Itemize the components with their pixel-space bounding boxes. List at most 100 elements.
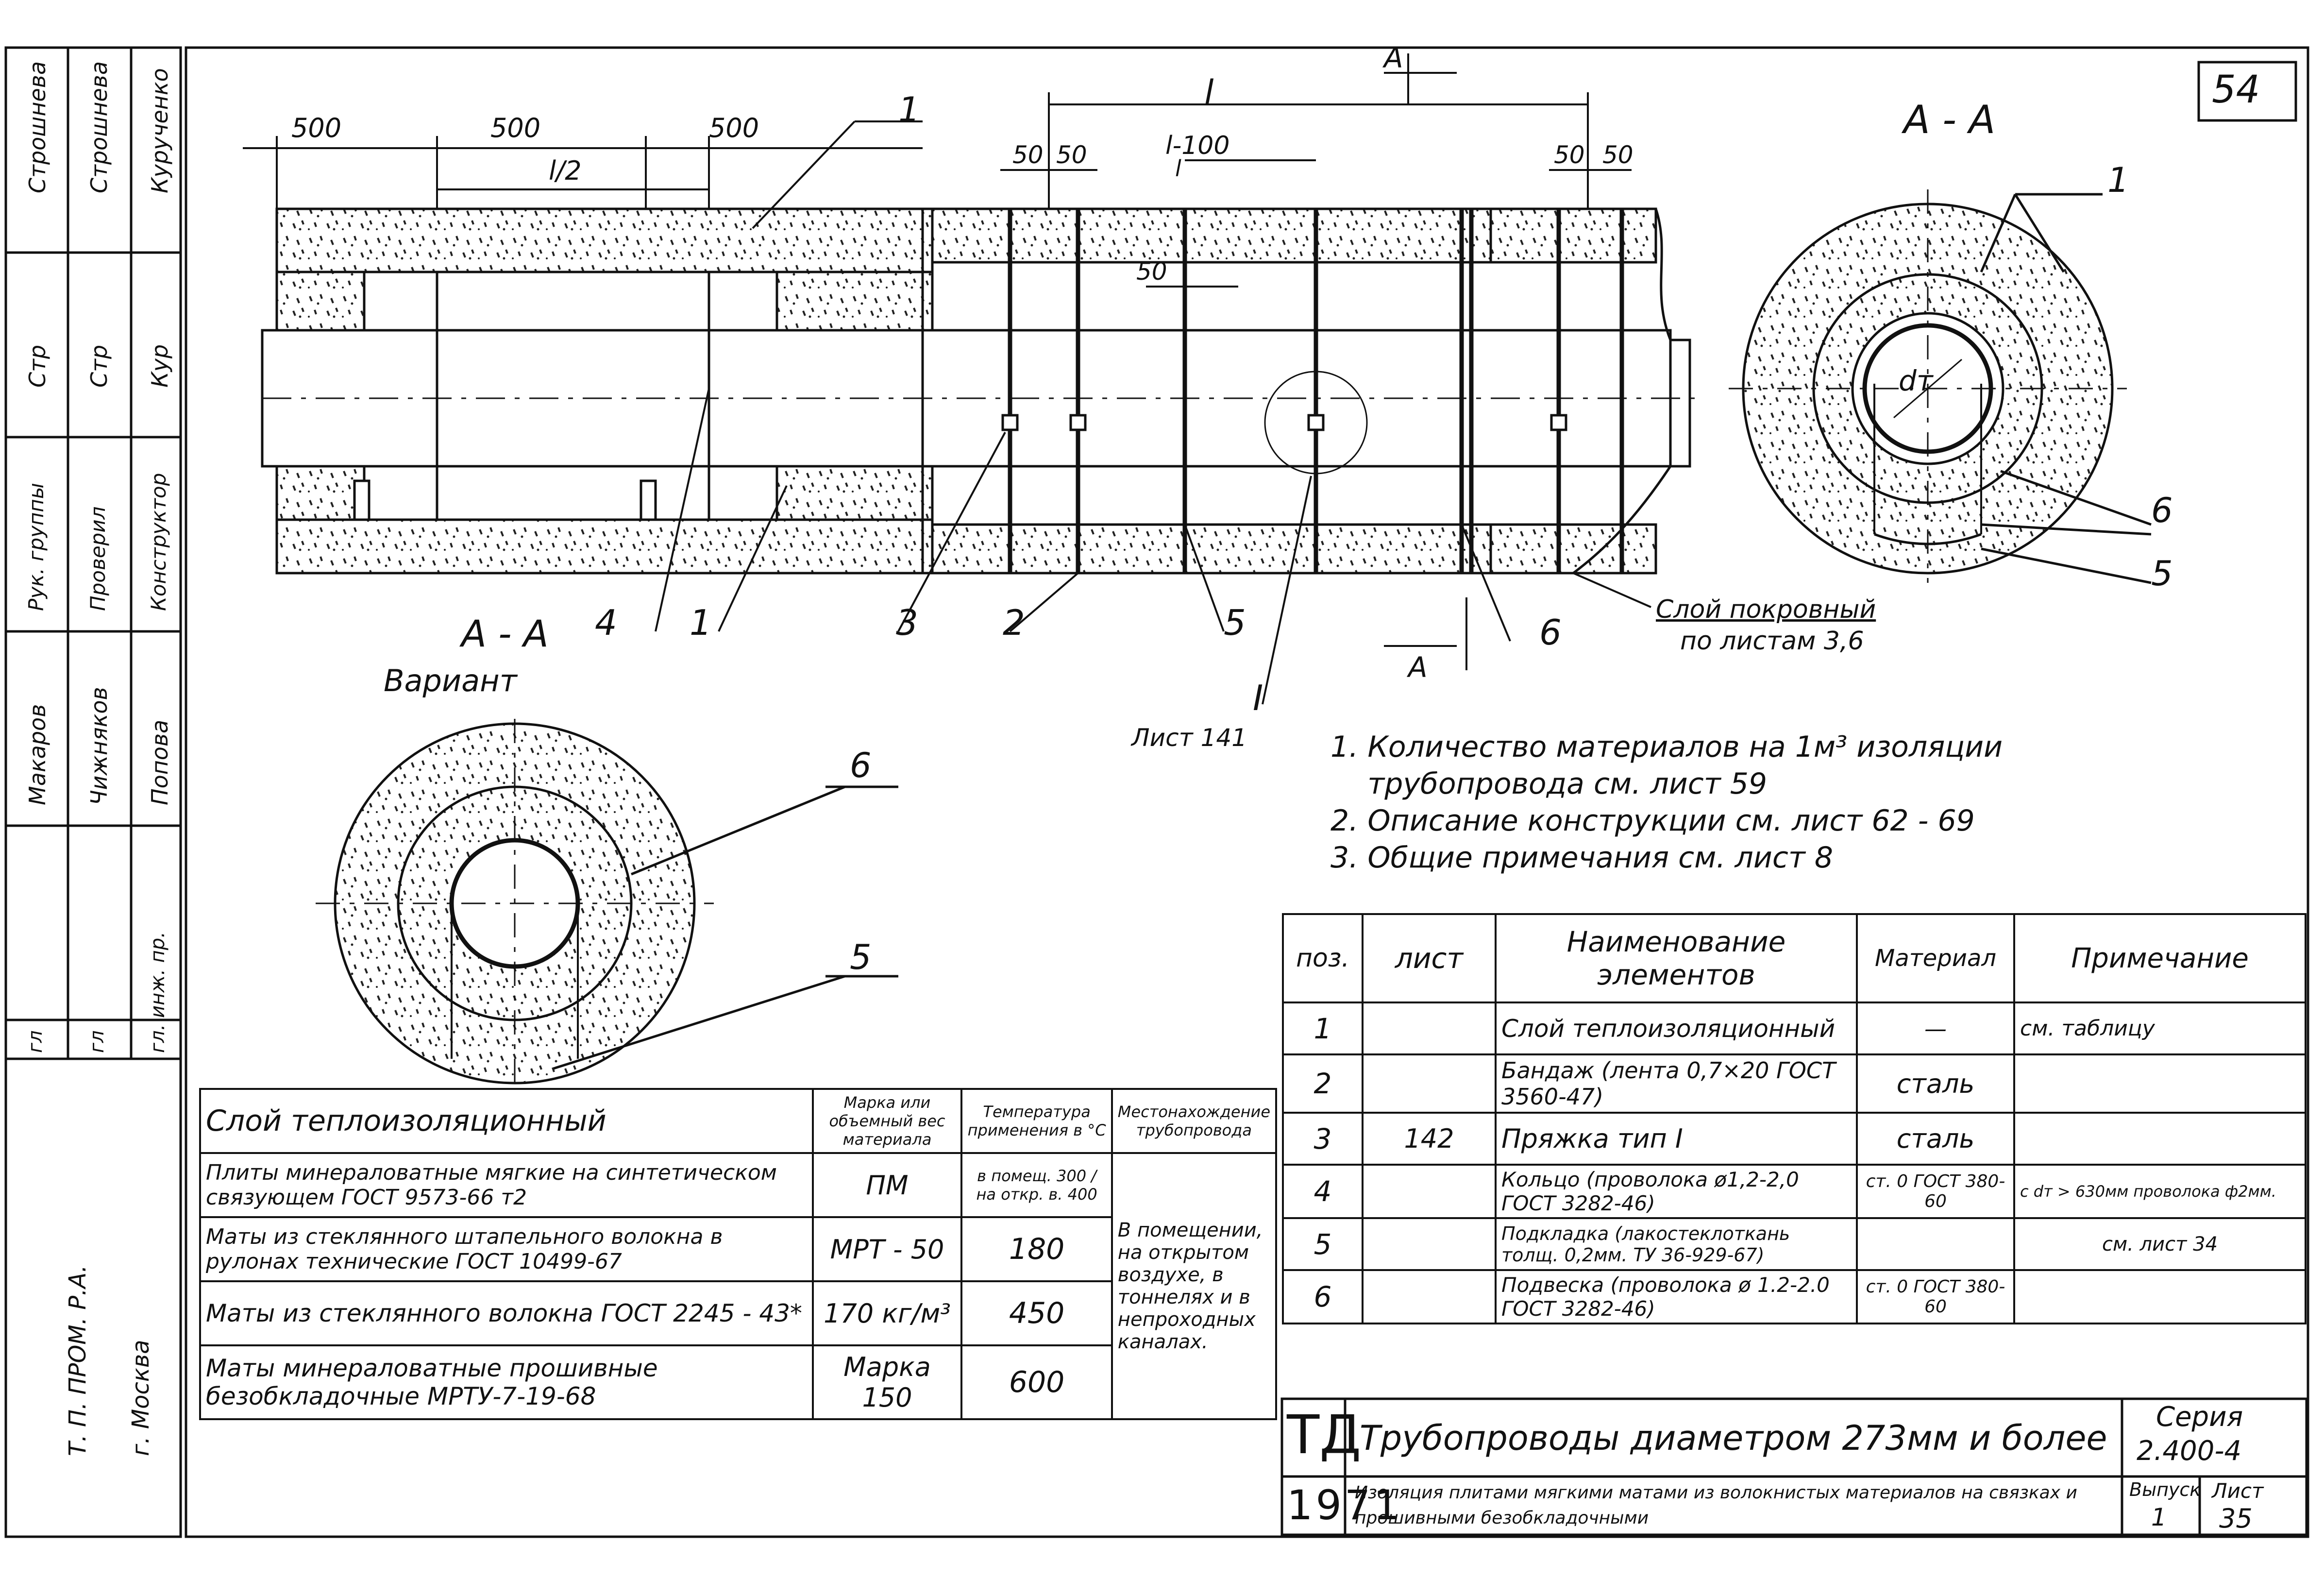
spec-row-5-sheet (1362, 1217, 1497, 1271)
title-block-td: ТД (1287, 1404, 1362, 1466)
callout-6-section: 6 (2151, 491, 2173, 530)
spec-row-2-name: Бандаж (лента 0,7×20 ГОСТ 3560-47) (1495, 1053, 1858, 1114)
table-row: Маты минераловатные прошивные безобкладо… (199, 1344, 1276, 1420)
sheet-label: Лист (2212, 1479, 2264, 1503)
spec-header-material: Материал (1856, 913, 2015, 1003)
dim-500-right: 500 (709, 113, 759, 143)
mat-row-1-grade: ПМ (811, 1152, 963, 1218)
stamp-name-6: Попова (147, 719, 173, 805)
leader-lines (655, 120, 1651, 705)
table-row: 2 Бандаж (лента 0,7×20 ГОСТ 3560-47) ста… (1282, 1053, 2307, 1114)
stamp-sign-3: Кур (147, 344, 173, 388)
table-row: Маты из стеклянного штапельного волокна … (199, 1216, 1276, 1282)
spec-row-1-name: Слой теплоизоляционный (1495, 1001, 1858, 1055)
dim-50-b: 50 (1056, 141, 1087, 169)
stamp-name-2: Строшнева (86, 61, 112, 193)
mat-row-4-name: Маты минераловатные прошивные безобкладо… (199, 1344, 814, 1420)
dim-l: l (1204, 73, 1214, 113)
table-row: Плиты минераловатные мягкие на синтетиче… (199, 1152, 1278, 1420)
spec-row-3-material: сталь (1856, 1112, 2015, 1166)
spec-header-row: поз. лист Наименование элементов Материа… (1282, 913, 2307, 1003)
cover-layer-label: Слой покровный (1656, 595, 1876, 624)
spec-row-3-sheet: 142 (1362, 1112, 1497, 1166)
stamp-role-2: Проверил (86, 506, 110, 611)
section-aa-main (1729, 189, 2152, 584)
mat-row-4-grade: Марка 150 (811, 1344, 963, 1420)
stamp-gl-2: гл (86, 1030, 108, 1053)
dim-50-a: 50 (1012, 141, 1044, 169)
spec-row-4-material: ст. 0 ГОСТ 380-60 (1856, 1164, 2015, 1219)
note-1a: 1. Количество материалов на 1м³ изоляции (1330, 730, 2003, 764)
note-1b: трубопровода см. лист 59 (1330, 767, 1768, 801)
note-3: 3. Общие примечания см. лист 8 (1330, 841, 1834, 875)
spec-header-sheet: лист (1362, 913, 1497, 1003)
dim-500-left: 500 (291, 113, 342, 143)
stamp-gl-1: гл (24, 1030, 47, 1053)
mat-row-3-grade: 170 кг/м³ (811, 1280, 963, 1346)
callout-sheet-141: Лист 141 (1131, 724, 1247, 752)
mat-row-3-temp: 450 (960, 1280, 1113, 1346)
spec-row-5-material (1856, 1217, 2015, 1271)
callout-1-lower: 1 (690, 602, 712, 643)
stamp-name-3: Курученко (147, 68, 173, 193)
dim-dt: dт (1899, 364, 1933, 397)
stamp-city: г. Москва (127, 1340, 154, 1456)
spec-row-6-sheet (1362, 1269, 1497, 1324)
spec-row-3-pos: 3 (1282, 1112, 1364, 1166)
mat-row-1-name: Плиты минераловатные мягкие на синтетиче… (199, 1152, 814, 1218)
callout-detail-i: I (1253, 678, 1263, 718)
spec-row-4-sheet (1362, 1164, 1497, 1219)
dim-50-d: 50 (1554, 141, 1585, 169)
stamp-sign-2: Стр (86, 344, 112, 388)
dim-50-e: 50 (1602, 141, 1634, 169)
spec-row-6-pos: 6 (1282, 1269, 1364, 1324)
callout-5-variant: 5 (850, 937, 872, 977)
dim-l-inner: l (1175, 155, 1181, 182)
callout-3: 3 (896, 602, 918, 643)
stamp-name-4: Макаров (24, 704, 51, 805)
variant-label: Вариант (384, 663, 517, 698)
specification-table: поз. лист Наименование элементов Материа… (1282, 913, 2307, 1324)
mat-row-3-name: Маты из стеклянного волокна ГОСТ 2245 - … (199, 1280, 814, 1346)
callout-1-section: 1 (2107, 160, 2129, 200)
stamp-name-1: Строшнева (24, 61, 51, 193)
section-arrow-a-top: A (1384, 41, 1403, 74)
general-notes: 1. Количество материалов на 1м³ изоляции… (1330, 729, 2003, 876)
stamp-sign-1: Стр (24, 344, 51, 388)
approval-stamp: Строшнева Строшнева Курученко Стр Стр Ку… (6, 48, 181, 1456)
spec-row-1-note: см. таблицу (2013, 1001, 2307, 1055)
sheet-frame (4, 46, 2309, 1538)
spec-header-name: Наименование элементов (1495, 913, 1858, 1003)
table-row: 1 Слой теплоизоляционный — см. таблицу (1282, 1001, 2307, 1055)
table-row: 3 142 Пряжка тип I сталь (1282, 1112, 2307, 1166)
spec-row-2-material: сталь (1856, 1053, 2015, 1114)
issue-label: Выпуск (2129, 1479, 2201, 1500)
spec-row-1-sheet (1362, 1001, 1497, 1055)
spec-row-4-note: с dт > 630мм проволока ф2мм. (2013, 1164, 2307, 1219)
section-arrow-a-bottom: A (1408, 651, 1428, 684)
stamp-role-1: Рук. группы (24, 483, 48, 611)
title-block-title: Трубопроводы диаметром 273мм и более (1360, 1418, 2107, 1458)
mat-location: В помещении, на открытом воздухе, в тонн… (1111, 1152, 1278, 1420)
callout-1-top: 1 (898, 90, 920, 130)
section-title-aa-variant: A - A (461, 612, 549, 655)
spec-row-1-material: — (1856, 1001, 2015, 1055)
dimension-lines (243, 53, 1632, 670)
spec-row-5-note: см. лист 34 (2013, 1217, 2307, 1271)
sheet-number: 54 (2212, 68, 2260, 112)
mat-row-4-temp: 600 (960, 1344, 1113, 1420)
dim-l-half: l/2 (549, 155, 582, 186)
mat-header-location: Местонахождение трубопровода (1111, 1088, 1278, 1154)
spec-row-6-material: ст. 0 ГОСТ 380-60 (1856, 1269, 2015, 1324)
spec-row-4-pos: 4 (1282, 1164, 1364, 1219)
series-value: 2.400-4 (2137, 1435, 2242, 1467)
spec-row-5-pos: 5 (1282, 1217, 1364, 1271)
stamp-gl-3: гл. инж. пр. (147, 932, 169, 1053)
sheet-value: 35 (2219, 1503, 2253, 1534)
issue-value: 1 (2151, 1503, 2167, 1531)
stamp-organization: Т. П. ПРОМ. Р.А. (64, 1265, 91, 1457)
stamp-role-3: Конструктор (147, 473, 170, 611)
table-row: Маты из стеклянного волокна ГОСТ 2245 - … (199, 1280, 1276, 1346)
mat-header-grade: Марка или объемный вес материала (811, 1088, 963, 1154)
